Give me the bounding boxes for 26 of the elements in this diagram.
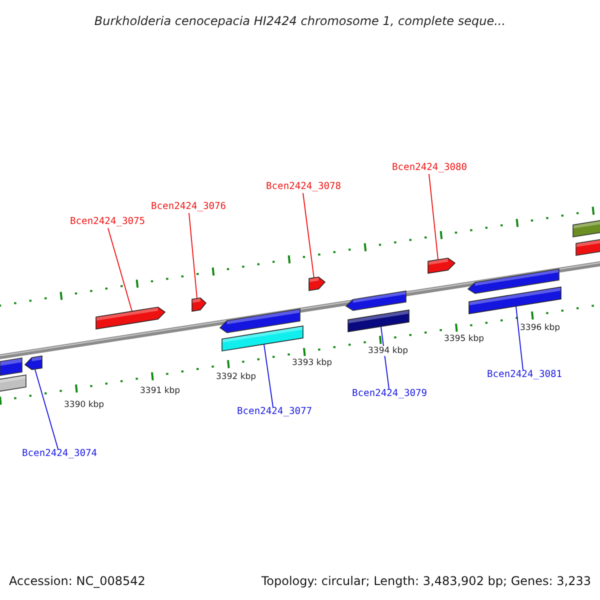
leader-line <box>380 326 390 390</box>
gene-label: Bcen2424_3078 <box>266 181 342 193</box>
leader-line <box>264 344 274 408</box>
scale-label: 3391 kbp <box>140 386 180 396</box>
scale-label: 3393 kbp <box>292 358 332 368</box>
gene-label: Bcen2424_3080 <box>392 162 468 174</box>
gene-label: Bcen2424_3081 <box>487 369 562 381</box>
scale-label: 3392 kbp <box>216 372 256 382</box>
gene-label: Bcen2424_3074 <box>22 448 98 460</box>
scale-label: 3394 kbp <box>368 346 408 356</box>
scale-label: 3395 kbp <box>444 334 484 344</box>
leader-line <box>188 212 198 299</box>
gene-label: Bcen2424_3076 <box>151 201 226 213</box>
gene-label: Bcen2424_3077 <box>237 406 312 418</box>
gene-label: Bcen2424_3075 <box>70 216 146 228</box>
leader-line <box>302 192 314 279</box>
leader-line <box>108 228 132 312</box>
scale-label: 3390 kbp <box>64 400 104 410</box>
gene-label: Bcen2424_3079 <box>352 388 428 400</box>
scale-label: 3396 kbp <box>520 323 560 333</box>
leader-line <box>516 306 524 370</box>
title: Burkholderia cenocepacia HI2424 chromosome 1, complete seque... <box>94 14 506 28</box>
footer-text: Accession: NC_008542 <box>9 574 146 588</box>
leader-line <box>34 368 58 450</box>
footer-text: Topology: circular; Length: 3,483,902 bp; Genes: 3,233 <box>261 574 591 588</box>
leader-line <box>428 174 438 260</box>
